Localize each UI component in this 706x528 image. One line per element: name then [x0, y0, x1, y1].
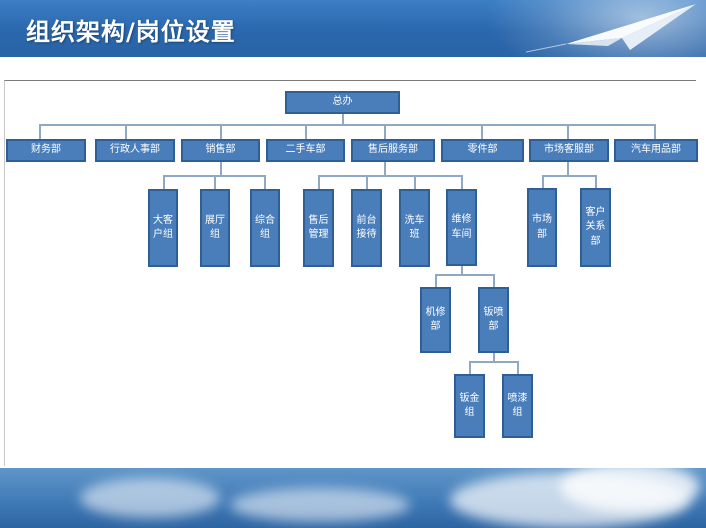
org-node-sales-group: 大客户组 — [148, 189, 178, 267]
connector — [469, 361, 471, 374]
connector — [220, 161, 222, 176]
org-node-department: 市场客服部 — [529, 139, 609, 162]
org-node-department: 销售部 — [181, 139, 260, 162]
paper-plane-icon — [526, 4, 696, 53]
org-node-department: 零件部 — [441, 139, 524, 162]
connector — [39, 124, 41, 139]
org-node-after-sales-group: 维修车间 — [446, 189, 477, 266]
org-node-department: 财务部 — [6, 139, 86, 162]
connector — [125, 124, 127, 139]
connector — [384, 161, 386, 176]
org-node-workshop-unit: 钣喷部 — [478, 287, 509, 353]
connector — [384, 124, 386, 139]
connector — [595, 175, 597, 188]
org-node-sales-group: 展厅组 — [200, 189, 230, 267]
org-node-department: 汽车用品部 — [614, 139, 698, 162]
org-node-marketing-group: 客户关系部 — [580, 188, 611, 267]
connector — [414, 175, 416, 190]
connector — [318, 175, 320, 190]
org-node-body-paint-unit: 钣金组 — [454, 374, 485, 438]
footer-banner — [0, 468, 706, 528]
page-title: 组织架构/岗位设置 — [26, 18, 236, 46]
connector — [214, 175, 216, 190]
org-node-body-paint-unit: 喷漆组 — [502, 374, 533, 438]
connector — [481, 124, 483, 139]
connector — [493, 352, 495, 362]
org-node-after-sales-group: 洗车班 — [399, 189, 430, 267]
cloud-decoration — [80, 478, 220, 518]
connector — [542, 175, 544, 188]
cloud-decoration — [230, 488, 410, 522]
connector — [542, 175, 597, 177]
connector — [264, 175, 266, 190]
connector — [493, 274, 495, 287]
org-node-department: 行政人事部 — [95, 139, 175, 162]
connector — [163, 175, 165, 190]
header-banner: 组织架构/岗位设置 — [0, 0, 706, 57]
connector — [318, 175, 462, 177]
connector — [654, 124, 656, 139]
header-glow — [486, 0, 706, 57]
connector — [461, 175, 463, 190]
connector — [366, 175, 368, 190]
org-node-after-sales-group: 售后管理 — [303, 189, 334, 267]
connector — [305, 124, 307, 139]
connector — [469, 361, 519, 363]
org-node-department: 售后服务部 — [351, 139, 435, 162]
content-frame — [4, 80, 696, 466]
connector — [435, 274, 437, 287]
connector — [39, 124, 654, 126]
connector — [567, 161, 569, 176]
connector — [220, 124, 222, 139]
org-node-workshop-unit: 机修部 — [420, 287, 451, 353]
org-node-marketing-group: 市场部 — [527, 188, 557, 267]
connector — [517, 361, 519, 374]
org-node-sales-group: 综合组 — [250, 189, 280, 267]
connector — [567, 124, 569, 139]
org-node-root: 总办 — [285, 91, 400, 114]
connector — [461, 265, 463, 275]
org-node-department: 二手车部 — [266, 139, 345, 162]
cloud-decoration — [560, 468, 700, 512]
connector — [342, 113, 344, 125]
org-node-after-sales-group: 前台接待 — [351, 189, 382, 267]
connector — [435, 274, 495, 276]
